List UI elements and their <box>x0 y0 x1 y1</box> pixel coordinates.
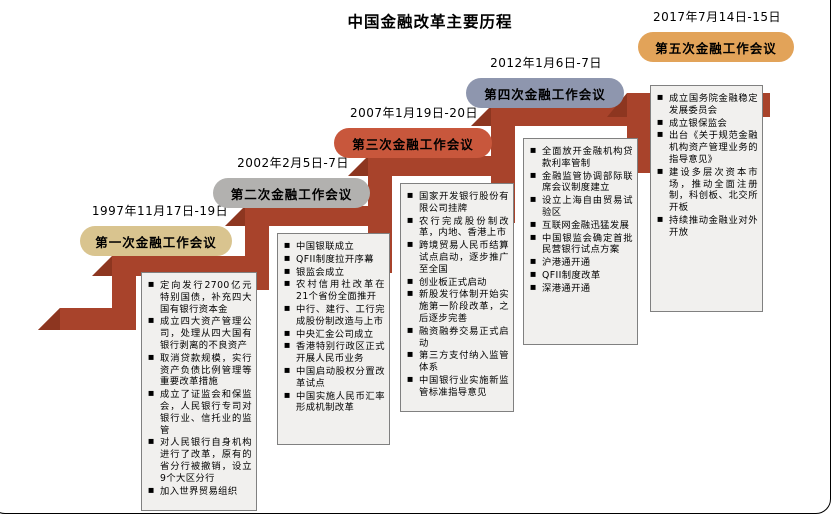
conference-pill: 第一次金融工作会议 <box>80 226 232 256</box>
milestone-item: 深港通开通 <box>529 283 633 295</box>
milestone-item: 互联网金融迅猛发展 <box>529 220 633 232</box>
milestone-item: 定向发行2700亿元特别国债，补充四大国有银行资本金 <box>147 280 252 315</box>
conference-pill: 第二次金融工作会议 <box>213 178 370 208</box>
milestone-item: 出台《关于规范金融机构资产管理业务的指导意见》 <box>656 130 758 165</box>
milestone-item: 中国启动股权分置改革试点 <box>283 366 385 390</box>
milestone-item: 全面放开金融机构贷款利率管制 <box>529 146 633 170</box>
milestone-item: 融资融券交易正式启动 <box>406 326 509 350</box>
milestone-item: 成立银保监会 <box>656 118 758 130</box>
milestone-item: 加入世界贸易组织 <box>147 486 252 498</box>
milestone-item: 建设多层次资本市场，推动全面注册制，科创板、北交所开板 <box>656 167 758 214</box>
milestone-item: 第三方支付纳入监管体系 <box>406 350 509 374</box>
milestones-list: 成立国务院金融稳定发展委员会成立银保监会出台《关于规范金融机构资产管理业务的指导… <box>656 93 758 239</box>
milestone-item: 银监会成立 <box>283 267 385 279</box>
milestone-item: 跨境贸易人民币结算试点启动，逐步推广至全国 <box>406 240 509 275</box>
milestone-item: 国家开发银行股份有限公司挂牌 <box>406 191 509 215</box>
milestone-item: 中国银联成立 <box>283 241 385 253</box>
milestones-box: 全面放开金融机构贷款利率管制金融监管协调部际联席会议制度建立设立上海自由贸易试验… <box>523 138 638 345</box>
milestone-item: 持续推动金融业对外开放 <box>656 215 758 239</box>
milestone-item: 中行、建行、工行完成股份制改造与上市 <box>283 304 385 328</box>
milestone-item: 创业板正式启动 <box>406 277 509 289</box>
milestone-item: 新股发行体制开始实施第一阶段改革，之后逐步完善 <box>406 289 509 324</box>
milestones-box: 成立国务院金融稳定发展委员会成立银保监会出台《关于规范金融机构资产管理业务的指导… <box>650 85 763 312</box>
conference-pill: 第四次金融工作会议 <box>466 78 624 108</box>
milestone-item: 成立四大资产管理公司，处理从四大国有银行剥离的不良资产 <box>147 316 252 351</box>
milestone-item: 中国银行业实施新监管标准指导意见 <box>406 375 509 399</box>
milestones-box: 中国银联成立QFII制度拉开序幕银监会成立农村信用社改革在21个省份全面推开中行… <box>277 233 390 445</box>
milestone-item: 农村信用社改革在21个省份全面推开 <box>283 279 385 303</box>
milestone-item: 香港特别行政区正式开展人民币业务 <box>283 341 385 365</box>
milestones-list: 定向发行2700亿元特别国债，补充四大国有银行资本金成立四大资产管理公司，处理从… <box>147 280 252 497</box>
milestones-list: 全面放开金融机构贷款利率管制金融监管协调部际联席会议制度建立设立上海自由贸易试验… <box>529 146 633 295</box>
conference-date: 2017年7月14日-15日 <box>652 10 782 24</box>
conference-date: 2012年1月6日-7日 <box>490 56 602 70</box>
page-title: 中国金融改革主要历程 <box>347 13 513 31</box>
conference-date: 2002年2月5日-7日 <box>237 156 349 170</box>
milestone-item: 设立上海自由贸易试验区 <box>529 195 633 219</box>
milestone-item: 取消贷款规模，实行资产负债比例管理等重要改革措施 <box>147 353 252 388</box>
milestones-box: 国家开发银行股份有限公司挂牌农行完成股份制改革，内地、香港上市跨境贸易人民币结算… <box>400 183 514 412</box>
milestone-item: QFII制度改革 <box>529 270 633 282</box>
milestone-item: 中国实施人民币汇率形成机制改革 <box>283 391 385 415</box>
milestone-item: 中国银监会确定首批民营银行试点方案 <box>529 233 633 257</box>
conference-date: 1997年11月17日-19日 <box>91 204 229 218</box>
milestones-box: 定向发行2700亿元特别国债，补充四大国有银行资本金成立四大资产管理公司，处理从… <box>141 272 257 511</box>
milestone-item: 成立了证监会和保监会，人民银行专司对银行业、信托业的监管 <box>147 389 252 436</box>
conference-pill: 第五次金融工作会议 <box>638 32 794 62</box>
milestone-item: 农行完成股份制改革，内地、香港上市 <box>406 216 509 240</box>
milestone-item: 中央汇金公司成立 <box>283 329 385 341</box>
milestones-list: 中国银联成立QFII制度拉开序幕银监会成立农村信用社改革在21个省份全面推开中行… <box>283 241 385 414</box>
milestone-item: 沪港通开通 <box>529 257 633 269</box>
milestone-item: 对人民银行自身机构进行了改革，原有的省分行被撤销，设立9个大区分行 <box>147 437 252 484</box>
milestone-item: 成立国务院金融稳定发展委员会 <box>656 93 758 117</box>
milestones-list: 国家开发银行股份有限公司挂牌农行完成股份制改革，内地、香港上市跨境贸易人民币结算… <box>406 191 509 399</box>
milestone-item: QFII制度拉开序幕 <box>283 254 385 266</box>
conference-date: 2007年1月19日-20日 <box>349 106 479 120</box>
milestone-item: 金融监管协调部际联席会议制度建立 <box>529 171 633 195</box>
conference-pill: 第三次金融工作会议 <box>334 128 492 158</box>
